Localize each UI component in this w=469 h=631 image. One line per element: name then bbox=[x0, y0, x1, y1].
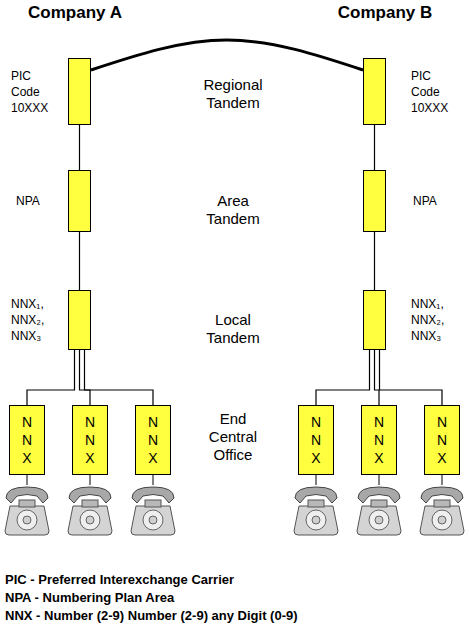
office-code: N N X bbox=[435, 413, 449, 467]
key-note: NPA - Numbering Plan Area bbox=[5, 590, 465, 606]
local-tandem-switch: NNX₁, NNX₂, NNX₃ bbox=[363, 290, 386, 350]
tier-label: Local Tandem bbox=[197, 311, 269, 347]
text-holder: N N X bbox=[362, 406, 396, 474]
switch-code-label: NNX₁, NNX₂, NNX₃ bbox=[411, 296, 461, 344]
regional-tandem-switch: PIC Code 10XXX bbox=[68, 58, 91, 125]
tier-label: End Central Office bbox=[201, 410, 265, 464]
telephone-icon bbox=[68, 487, 112, 535]
text-holder: N N X bbox=[425, 406, 459, 474]
switch-code-label: NPA bbox=[16, 193, 56, 209]
key-note: PIC - Preferred Interexchange Carrier bbox=[5, 572, 465, 588]
local-tandem-switch: NNX₁, NNX₂, NNX₃ bbox=[68, 290, 91, 350]
switch-code-label: NPA bbox=[413, 193, 453, 209]
telephone-icon bbox=[5, 487, 49, 535]
tier-label: Area Tandem bbox=[197, 192, 269, 228]
phone-lead bbox=[442, 475, 443, 485]
regional-tandem-switch: PIC Code 10XXX bbox=[363, 58, 386, 125]
switch-code-label: PIC Code 10XXX bbox=[411, 68, 461, 116]
phone-lead bbox=[90, 475, 91, 485]
company-heading: Company B bbox=[330, 3, 440, 23]
trunk-line bbox=[79, 232, 80, 290]
phone-lead bbox=[153, 475, 154, 485]
phone-lead bbox=[316, 475, 317, 485]
key-note: NNX - Number (2-9) Number (2-9) any Digi… bbox=[5, 608, 465, 624]
end-office-box: N N X bbox=[135, 405, 171, 475]
end-office-box: N N X bbox=[298, 405, 334, 475]
trunk-line bbox=[85, 350, 154, 405]
phone-lead bbox=[379, 475, 380, 485]
text-holder: N N X bbox=[10, 406, 44, 474]
switch-code-label: PIC Code 10XXX bbox=[11, 68, 57, 116]
trunk-line bbox=[375, 350, 380, 405]
office-code: N N X bbox=[20, 413, 34, 467]
tier-label: Regional Tandem bbox=[197, 76, 269, 112]
phone-leads bbox=[27, 475, 442, 485]
telephone-icon bbox=[420, 487, 464, 535]
phone-lead bbox=[27, 475, 28, 485]
end-office-box: N N X bbox=[9, 405, 45, 475]
area-tandem-switch: NPA bbox=[363, 170, 386, 232]
trunk-line bbox=[27, 350, 75, 405]
telephones bbox=[5, 487, 464, 535]
office-code: N N X bbox=[83, 413, 97, 467]
end-office-box: N N X bbox=[424, 405, 460, 475]
trunk-line bbox=[374, 232, 375, 290]
text-holder: N N X bbox=[73, 406, 107, 474]
office-code: N N X bbox=[146, 413, 160, 467]
end-office-box: N N X bbox=[72, 405, 108, 475]
end-office-box: N N X bbox=[361, 405, 397, 475]
trunk-line bbox=[380, 350, 443, 405]
switch-code-label: NNX₁, NNX₂, NNX₃ bbox=[11, 296, 57, 344]
office-code: N N X bbox=[309, 413, 323, 467]
text-holder: N N X bbox=[299, 406, 333, 474]
text-holder: N N X bbox=[136, 406, 170, 474]
trunk-arc bbox=[91, 40, 363, 70]
company-heading: Company A bbox=[20, 3, 130, 23]
trunk-line bbox=[79, 125, 80, 170]
telephone-icon bbox=[131, 487, 175, 535]
telephone-icon bbox=[294, 487, 338, 535]
telephone-icon bbox=[357, 487, 401, 535]
trunk-line bbox=[374, 125, 375, 170]
trunk-line bbox=[316, 350, 370, 405]
area-tandem-switch: NPA bbox=[68, 170, 91, 232]
office-code: N N X bbox=[372, 413, 386, 467]
